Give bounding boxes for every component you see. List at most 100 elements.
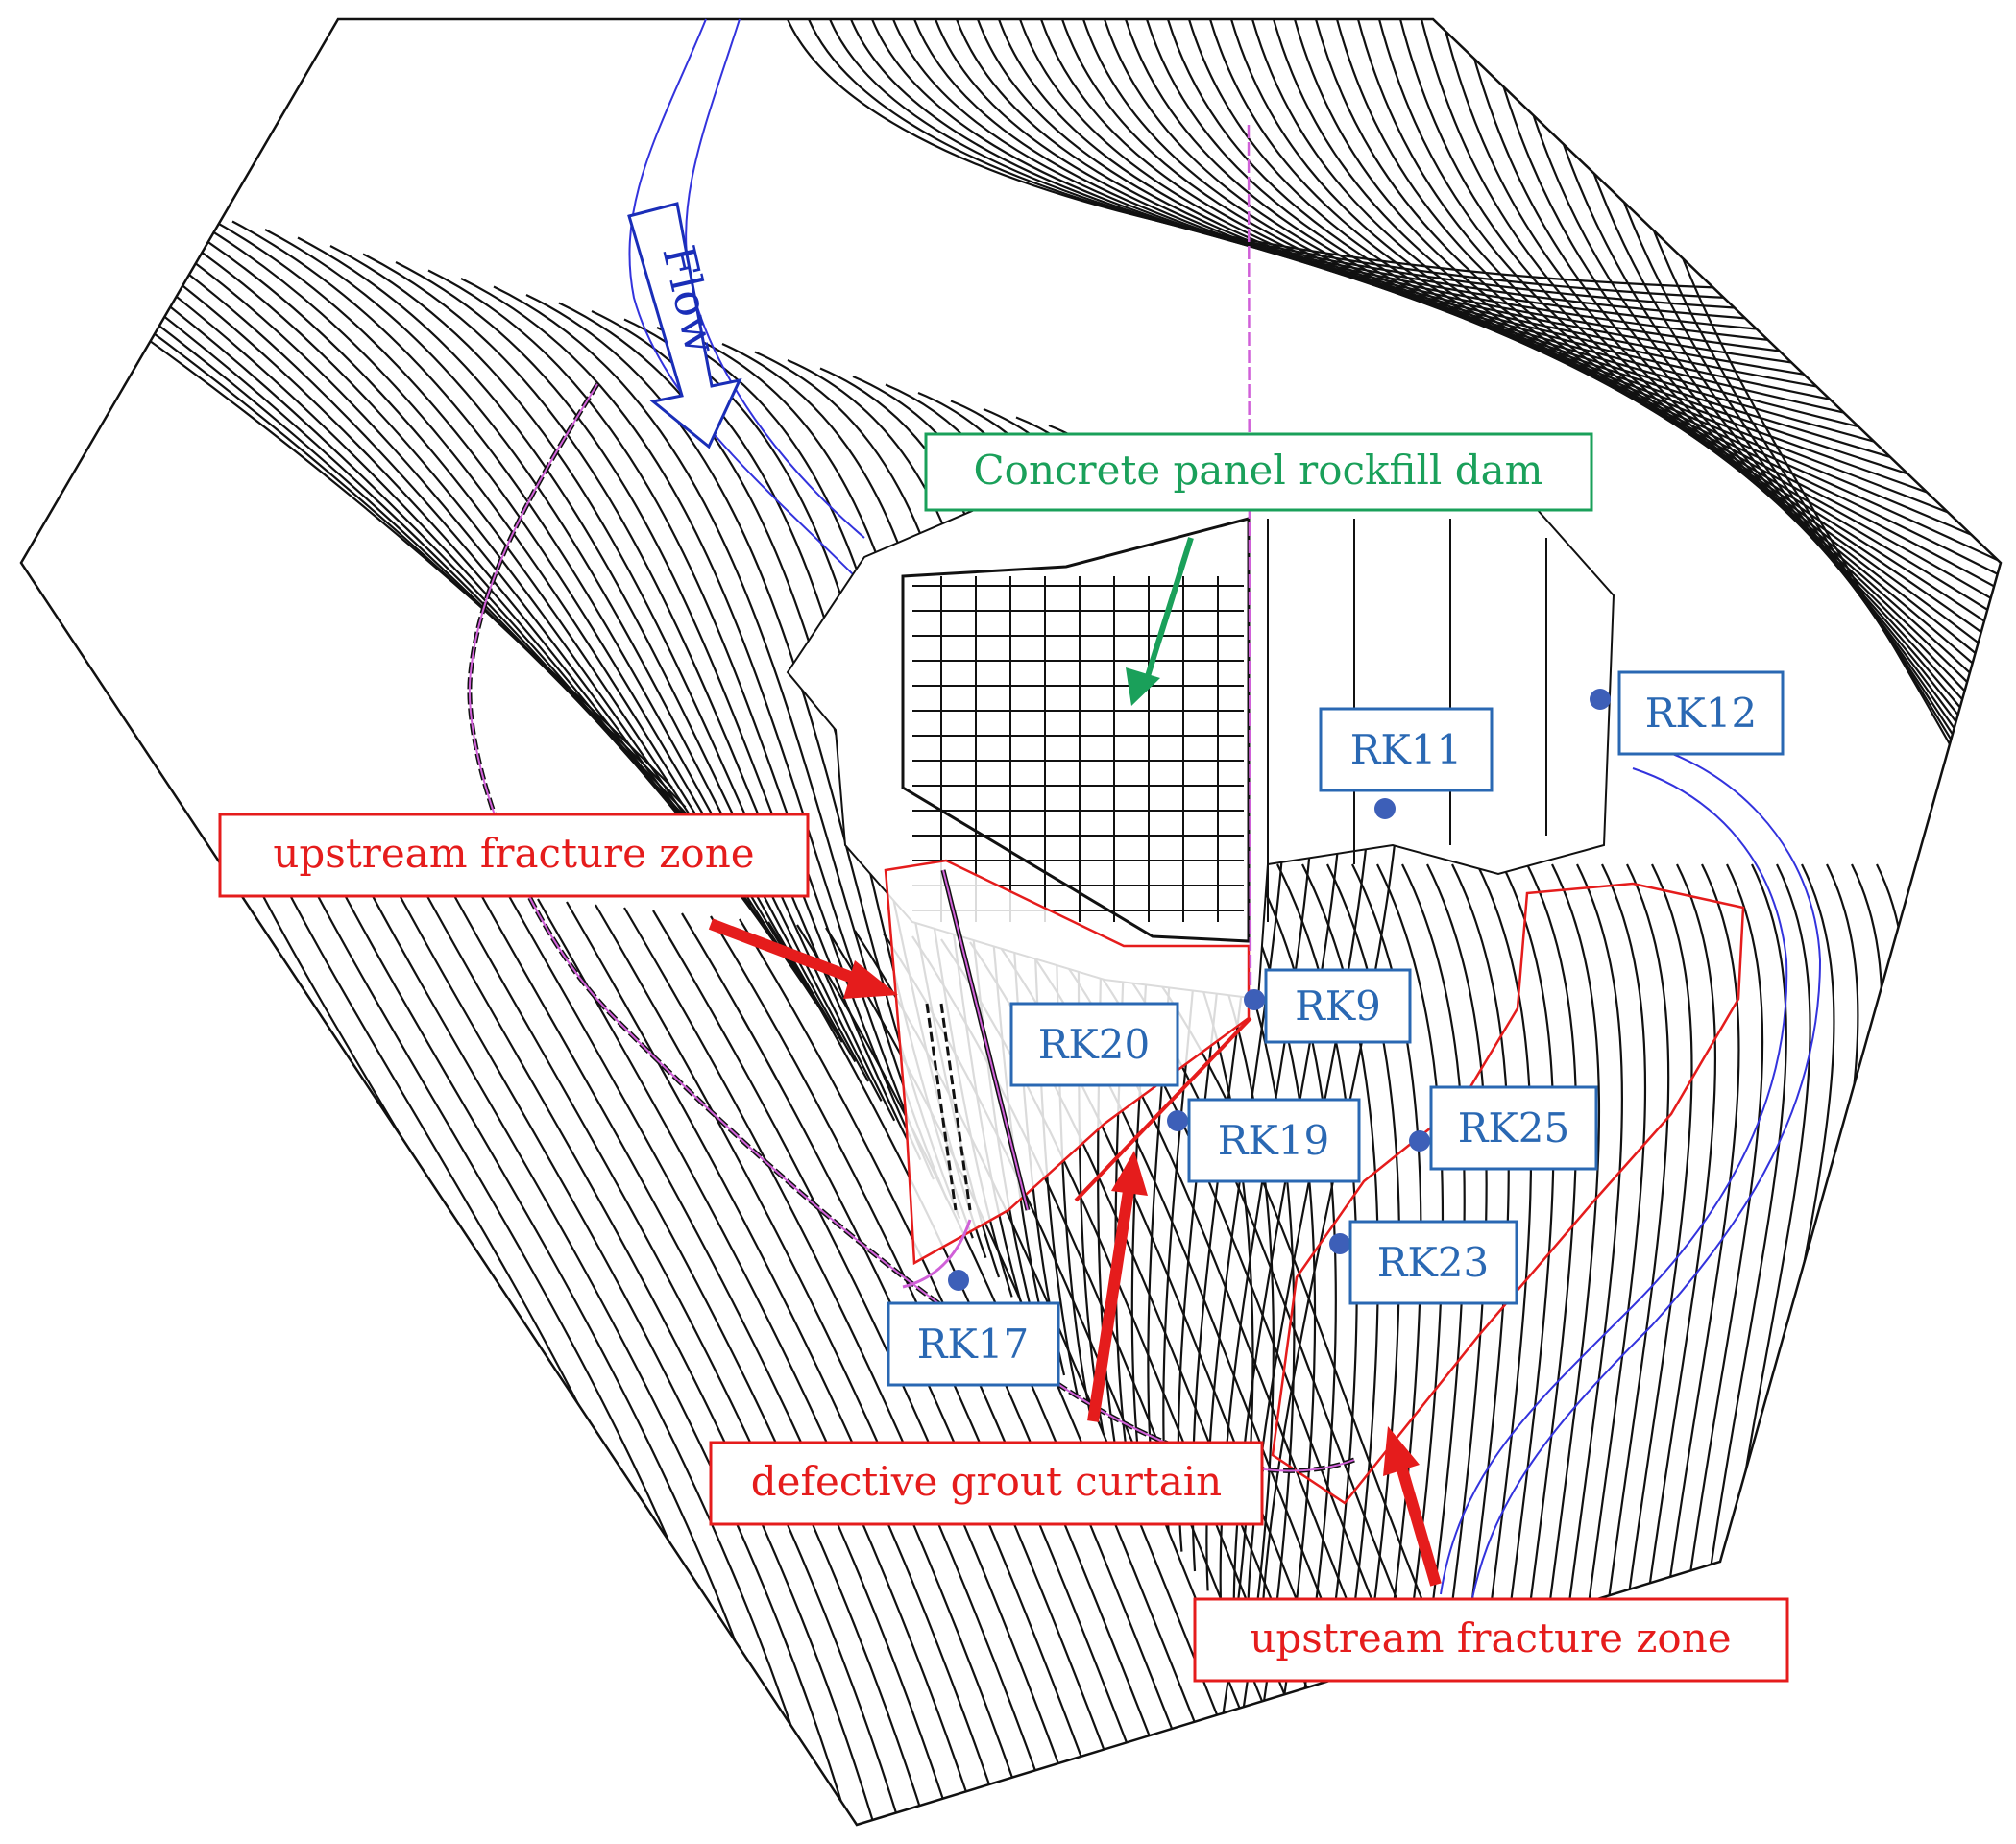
- contour-line: [1441, 19, 2001, 748]
- contour-line: [1738, 863, 1859, 1825]
- contour-line: [997, 19, 2001, 438]
- contour-line: [1518, 863, 1601, 1825]
- borehole-label-rk20: RK20: [1009, 1002, 1179, 1087]
- contour-line: [460, 278, 935, 1180]
- borehole-marker-rk25: [1409, 1130, 1430, 1152]
- contour-line: [21, 155, 739, 886]
- svg-text:RK23: RK23: [1377, 1239, 1489, 1286]
- contour-line: [595, 904, 1037, 1825]
- svg-text:RK19: RK19: [1218, 1117, 1329, 1164]
- contour-line: [1459, 863, 1533, 1825]
- contour-line: [1124, 19, 2001, 526]
- fracture-label-upper-box: upstream fracture zone: [218, 813, 810, 898]
- contour-line: [1698, 863, 1811, 1825]
- contour-line: [395, 261, 909, 1141]
- svg-text:RK11: RK11: [1350, 726, 1462, 773]
- svg-text:RK12: RK12: [1645, 690, 1757, 737]
- fracture-zone-right: [1271, 882, 1745, 1505]
- contour-line: [1081, 19, 2001, 497]
- contour-line: [493, 285, 948, 1200]
- borehole-marker-rk17: [948, 1270, 969, 1291]
- contour-line: [21, 163, 752, 907]
- contour-line: [1251, 19, 2001, 615]
- contour-line: [278, 872, 752, 1825]
- annotation-arrows: [708, 537, 1442, 1587]
- contour-line: [479, 892, 934, 1825]
- contour-line: [1679, 863, 1787, 1825]
- contour-line: [450, 889, 908, 1825]
- dam-panel-hatching: [912, 576, 1244, 922]
- contour-line: [1598, 863, 1693, 1825]
- contour-line: [1420, 19, 2001, 733]
- contour-line: [1039, 19, 2001, 467]
- contour-line: [976, 19, 2001, 423]
- contour-line: [1293, 19, 2001, 644]
- contour-line: [1398, 19, 2001, 718]
- contour-line: [566, 901, 1011, 1825]
- contour-line: [1314, 19, 2001, 659]
- contour-line: [508, 895, 959, 1825]
- contour-line: [364, 881, 830, 1825]
- borehole-marker-rk9: [1244, 989, 1265, 1010]
- contour-line: [264, 229, 857, 1063]
- borehole-label-rk23: RK23: [1348, 1220, 1518, 1305]
- borehole-marker-rk12: [1590, 689, 1611, 710]
- fracture-label-lower-box: upstream fracture zone: [1193, 1597, 1789, 1683]
- contour-line: [297, 236, 869, 1082]
- contour-line: [1229, 19, 2001, 600]
- contour-line: [1145, 19, 2001, 541]
- contour-line: [652, 910, 1089, 1825]
- contour-line: [1187, 19, 2001, 570]
- contour-line: [191, 863, 674, 1825]
- borehole-label-rk11: RK11: [1319, 707, 1494, 792]
- borehole-markers: [948, 689, 1611, 1291]
- site-boundary: [19, 17, 2003, 1827]
- fracture-label-upper: upstream fracture zone: [273, 830, 754, 877]
- contour-line: [1335, 19, 2001, 674]
- borehole-marker-rk11: [1374, 798, 1396, 819]
- contour-line: [623, 907, 1063, 1825]
- contour-line: [1377, 19, 2001, 704]
- grout-curtain-lines: [467, 124, 1355, 1473]
- contour-line: [1018, 19, 2001, 452]
- contour-line: [1419, 863, 1488, 1825]
- borehole-label-rk12: RK12: [1617, 670, 1785, 756]
- contour-line: [955, 19, 2001, 408]
- contour-line: [329, 245, 883, 1102]
- contour-line: [1103, 19, 2001, 512]
- contour-line: [1618, 863, 1716, 1825]
- contour-line: [427, 269, 922, 1161]
- contour-line: [306, 875, 778, 1825]
- dam-label: Concrete panel rockfill dam: [974, 447, 1543, 494]
- contour-line: [786, 19, 2001, 292]
- contour-line: [1208, 19, 2001, 585]
- borehole-label-rk19: RK19: [1187, 1098, 1361, 1183]
- contour-line: [1659, 863, 1764, 1825]
- contour-line: [1356, 19, 2001, 689]
- contour-line: [21, 147, 726, 867]
- contour-line: [335, 878, 804, 1825]
- contour-line: [1779, 863, 1907, 1825]
- contour-line: [1483, 19, 2001, 777]
- svg-text:RK20: RK20: [1038, 1021, 1150, 1068]
- fracture-label-lower: upstream fracture zone: [1250, 1614, 1731, 1662]
- svg-text:RK25: RK25: [1458, 1104, 1569, 1152]
- grout-label-box: defective grout curtain: [709, 1441, 1264, 1526]
- svg-text:RK9: RK9: [1295, 983, 1381, 1030]
- contour-line: [1060, 19, 2001, 482]
- svg-text:RK17: RK17: [917, 1321, 1029, 1368]
- dam-structure: [786, 498, 1615, 1001]
- dam-label-box: Concrete panel rockfill dam: [924, 432, 1593, 512]
- borehole-label-rk25: RK25: [1429, 1085, 1598, 1171]
- contour-line: [220, 866, 700, 1825]
- contour-line: [1166, 19, 2001, 556]
- borehole-labels: RK9 RK11 RK12 RK17 RK19 RK20 RK23 RK25: [887, 670, 1785, 1387]
- borehole-marker-rk19: [1167, 1110, 1188, 1131]
- contour-line: [1462, 19, 2001, 763]
- borehole-label-rk9: RK9: [1264, 968, 1412, 1044]
- contour-line: [21, 138, 713, 847]
- contour-line: [1272, 19, 2001, 630]
- contour-line: [21, 131, 700, 828]
- contour-line: [393, 884, 856, 1825]
